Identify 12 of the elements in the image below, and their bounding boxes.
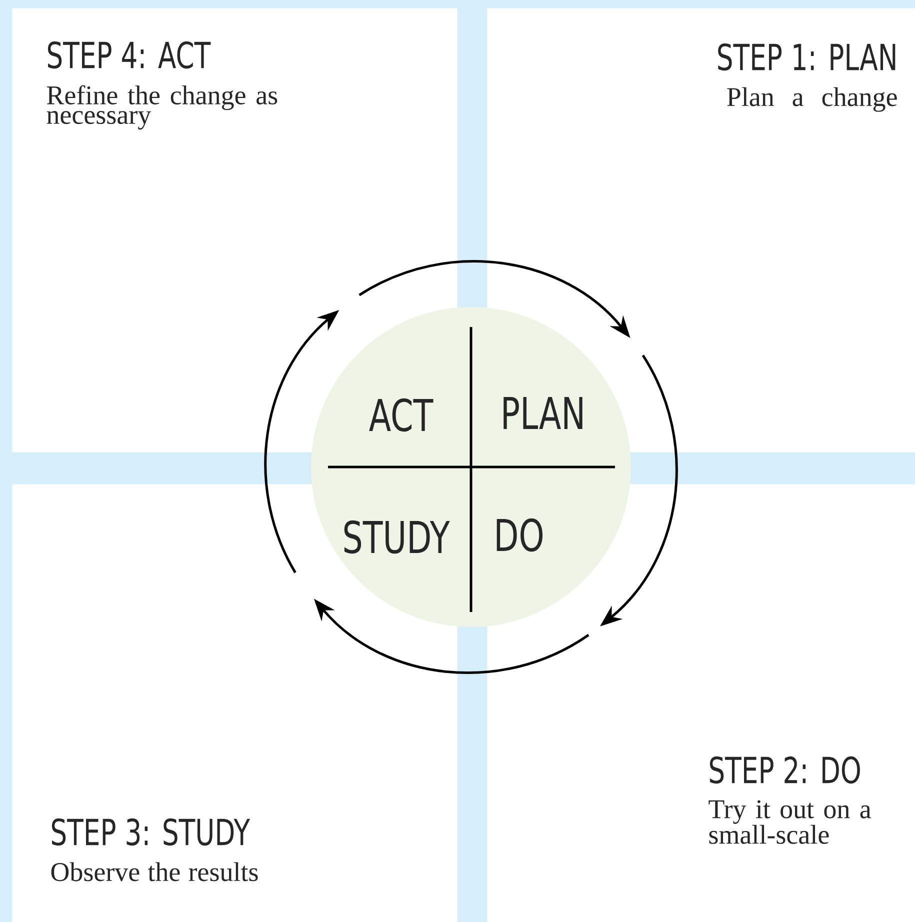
quadrant-label: DO — [496, 518, 542, 552]
step-title: STEP 4: ACT — [48, 41, 211, 69]
step-description: Plan a change — [727, 87, 897, 112]
step-title: STEP 2: DO — [710, 756, 860, 784]
step-description: Refine the change as necessary — [46, 85, 278, 130]
step-description: Observe the results — [51, 862, 258, 882]
quadrant-label: STUDY — [344, 520, 450, 554]
step-title: STEP 1: PLAN — [718, 43, 896, 71]
quadrant-label: PLAN — [504, 396, 582, 430]
quadrant-label: ACT — [369, 398, 434, 432]
step-title: STEP 3: STUDY — [52, 818, 250, 846]
step-description: Try it out on a small-scale — [708, 800, 871, 844]
